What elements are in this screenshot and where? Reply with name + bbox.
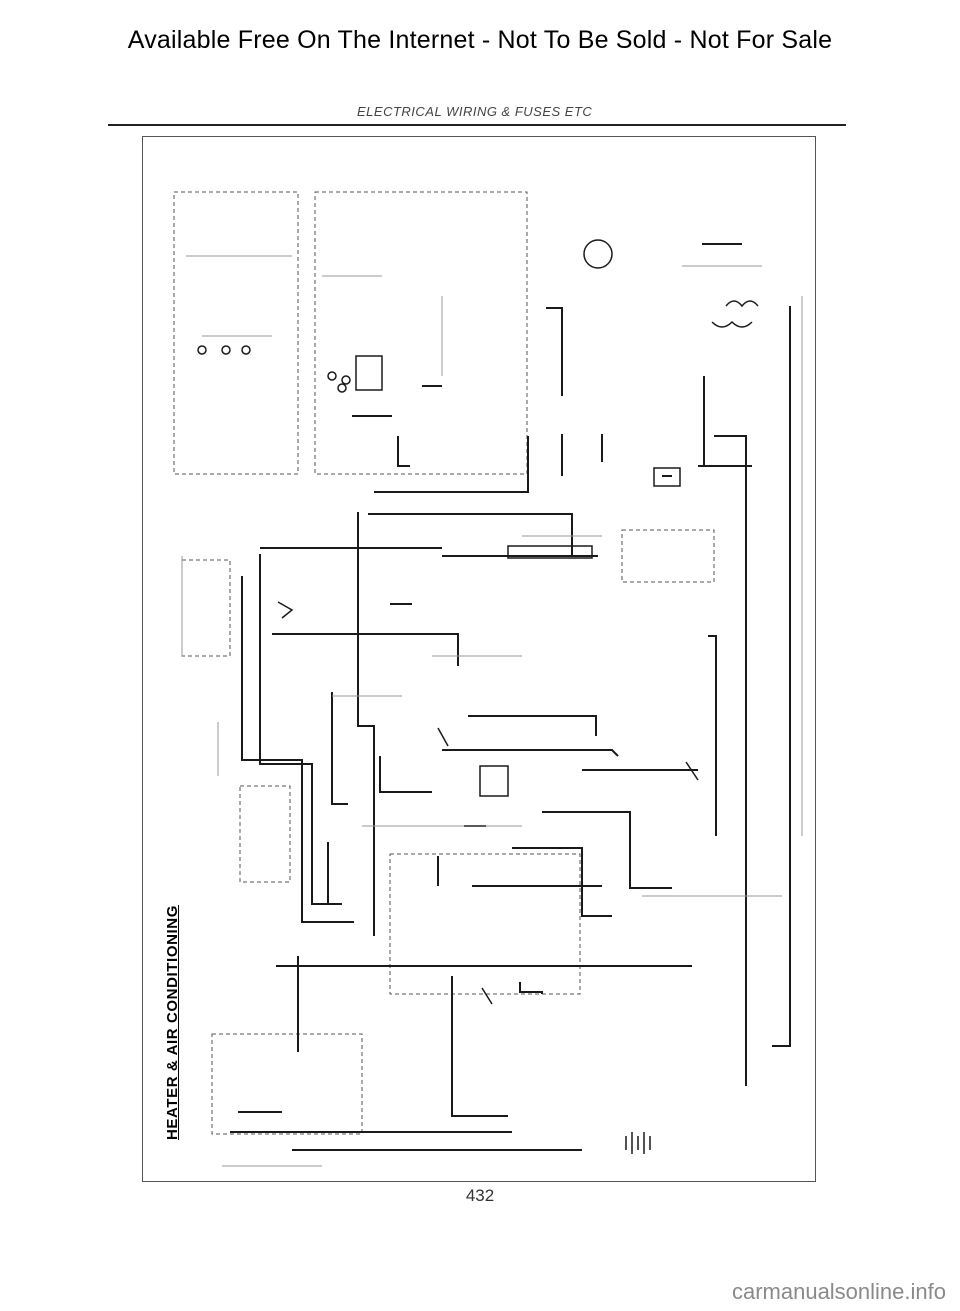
diagram-title: HEATER & AIR CONDITIONING: [164, 905, 181, 1140]
page-number: 432: [465, 1186, 495, 1205]
relay-coil: [653, 467, 681, 487]
faint-lines: [181, 255, 803, 1167]
module-box-right: [314, 191, 528, 475]
diagram-frame: [142, 136, 816, 1182]
components: [197, 239, 759, 1154]
footer-watermark: carmanualsonline.info: [731, 1279, 946, 1304]
section-title: ELECTRICAL WIRING & FUSES ETC: [357, 104, 593, 119]
sensor-block: [479, 765, 509, 797]
module-box-blower: [211, 1033, 363, 1135]
connector-block: [507, 545, 593, 559]
watermark-banner: Available Free On The Internet - Not To …: [127, 26, 833, 54]
header-rule: [108, 124, 846, 126]
module-box-switch: [181, 559, 231, 657]
module-box-left: [173, 191, 299, 475]
wiring-lines: [230, 243, 791, 1151]
battery-symbol: [625, 1132, 651, 1154]
motor-symbol: [583, 239, 613, 269]
module-box-ecu: [389, 853, 581, 995]
module-box-relay: [621, 529, 715, 583]
relay-block: [355, 355, 383, 391]
module-boxes: [173, 191, 715, 1135]
wiring-diagram: [173, 191, 803, 1167]
module-box-fan: [239, 785, 291, 883]
